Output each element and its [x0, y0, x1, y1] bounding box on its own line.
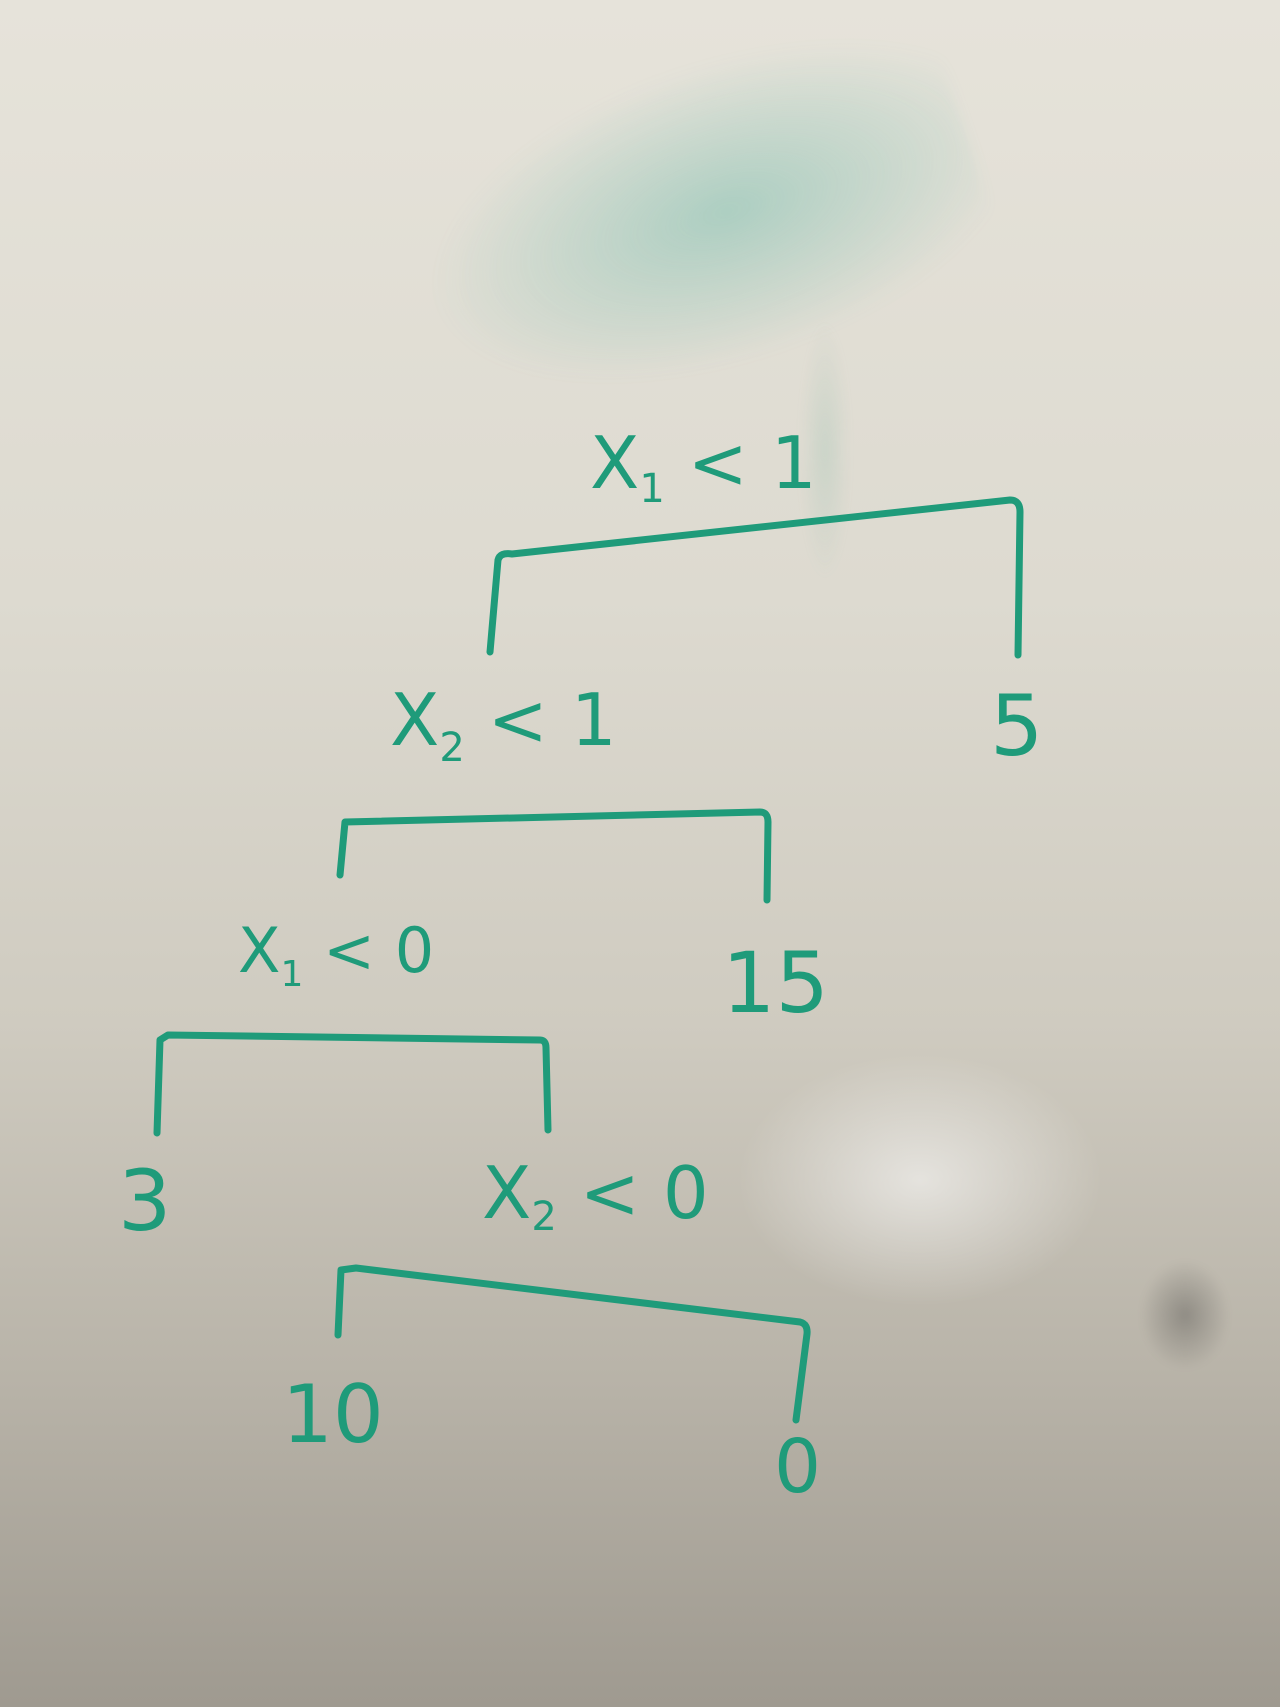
- faint-smudge: [800, 320, 850, 580]
- branch-bracket-x1-lt-0: [153, 1031, 552, 1137]
- split-node-x1-lt-0: X1 < 0: [153, 914, 552, 1137]
- leaf-value-3: 3: [118, 1152, 171, 1250]
- node-x2-lt-1-label: X2 < 1: [390, 678, 617, 771]
- leaf-value-0: 0: [774, 1424, 821, 1510]
- node-x2-lt-0-label: X2 < 0: [482, 1151, 709, 1240]
- board-mark: [1140, 1260, 1230, 1370]
- split-node-root: X1 < 1: [486, 421, 1024, 659]
- branch-bracket-root: [486, 496, 1024, 659]
- split-node-x2-lt-1: X2 < 1: [336, 678, 772, 904]
- leaf-value-5: 5: [990, 677, 1043, 775]
- branch-bracket-x2-lt-1: [336, 808, 772, 904]
- leaf-value-15: 15: [722, 934, 829, 1032]
- branch-bracket-x2-lt-0: [334, 1264, 811, 1424]
- leaf-value-10: 10: [282, 1368, 384, 1461]
- node-x1-lt-0-label: X1 < 0: [238, 914, 434, 995]
- node-root-label: X1 < 1: [590, 421, 817, 512]
- split-node-x2-lt-0: X2 < 0: [334, 1151, 811, 1424]
